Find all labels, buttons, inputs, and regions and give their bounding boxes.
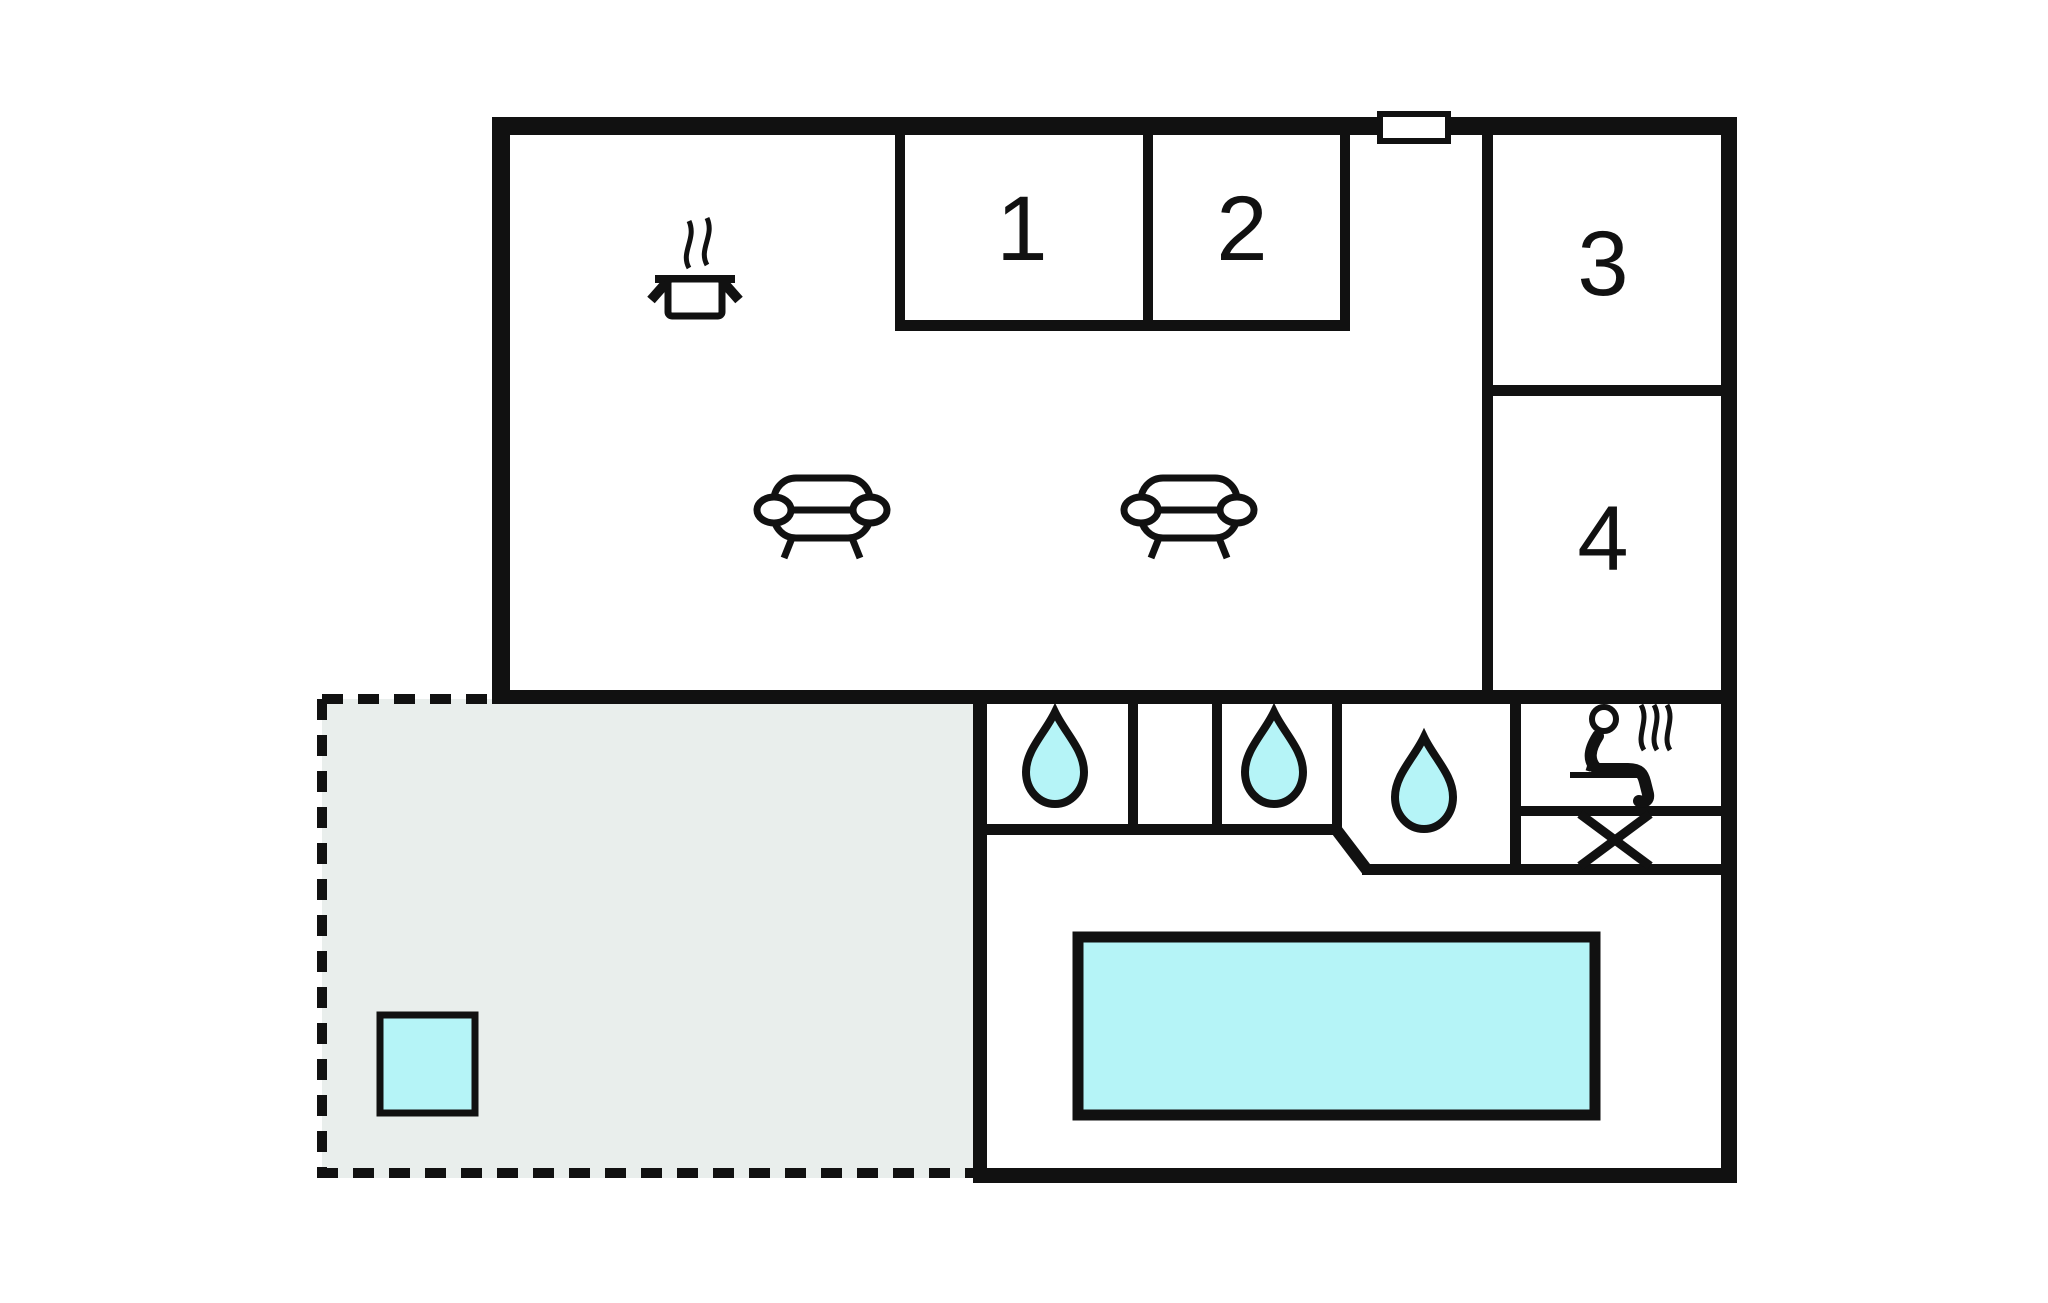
wall-left-outer: [492, 117, 510, 704]
room-1-label: 1: [996, 178, 1047, 280]
wall-mid-horizontal: [492, 690, 1737, 704]
room-3-label: 3: [1577, 213, 1628, 315]
wall-bedroom2-right: [1340, 135, 1350, 331]
swimming-pool: [1072, 931, 1601, 1121]
sofa-icon: [1124, 478, 1254, 558]
water-drop-icon: [1245, 712, 1303, 804]
wall-bedroom1-2-divider: [1143, 135, 1153, 331]
room-2-label: 2: [1216, 178, 1267, 280]
wall-bedrooms3-4-left: [1482, 135, 1493, 690]
water-drop-icon: [1395, 737, 1453, 829]
wall-top-outer: [492, 117, 1737, 135]
wall-terrace-right: [973, 690, 987, 1183]
pot-steam-icon: [683, 219, 694, 270]
wall-lower-bottom: [1362, 864, 1722, 875]
pot-handle-right: [720, 279, 743, 304]
sofa-icon: [757, 478, 887, 558]
sauna-person-icon: [1570, 703, 1673, 808]
wall-sauna-divider: [1510, 806, 1722, 816]
wall-bottom-outer: [975, 1168, 1737, 1183]
wall-bath-bottom: [985, 824, 1342, 835]
sauna-person-head: [1589, 704, 1619, 734]
hot-tub: [376, 1011, 479, 1117]
sauna-person-arm: [1585, 742, 1600, 772]
sauna-steam-icon: [1651, 703, 1660, 752]
terrace: [317, 694, 978, 1178]
wall-bath-divider-1: [1128, 704, 1138, 832]
room-4-label: 4: [1577, 488, 1628, 590]
wall-bedroom1-left: [895, 135, 905, 331]
wall-shower-right: [1510, 704, 1521, 874]
wall-bedroom3-4-divider: [1493, 385, 1721, 396]
walls: [492, 117, 1737, 1183]
wall-bath-divider-3: [1332, 704, 1342, 832]
cooking-pot-icon: [647, 216, 743, 320]
cross-table-leg: [1577, 810, 1653, 870]
door-marker: [1377, 111, 1451, 144]
cross-table-icon: [1577, 810, 1653, 870]
pot-steam-icon: [701, 216, 712, 267]
wall-bedrooms-bottom: [895, 320, 1350, 331]
pot-body: [664, 275, 726, 320]
pot-handle-left: [647, 279, 670, 304]
water-drop-icon: [1026, 712, 1084, 804]
wall-diagonal: [1330, 824, 1372, 874]
wall-bath-divider-2: [1212, 704, 1222, 832]
sauna-steam-icon: [1638, 703, 1647, 752]
wall-right-outer: [1721, 117, 1737, 1183]
sauna-steam-icon: [1664, 703, 1673, 752]
